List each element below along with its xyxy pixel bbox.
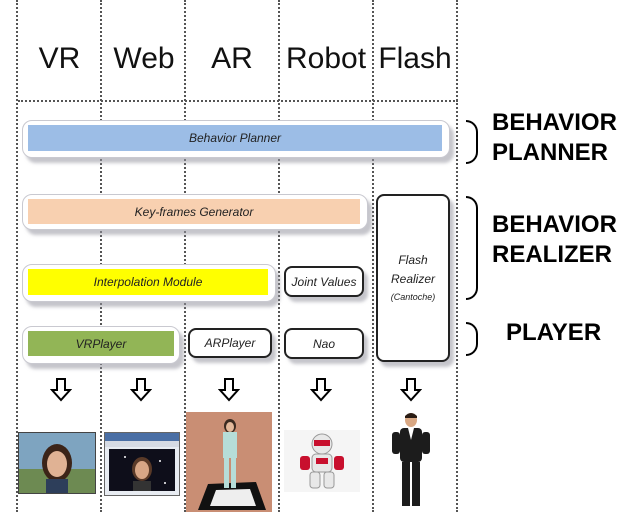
header-divider xyxy=(18,100,458,102)
column-header-robot: Robot xyxy=(285,42,367,75)
flash-realizer-box: Flash Realizer (Cantoche) xyxy=(376,194,450,362)
level-label-player: PLAYER xyxy=(506,319,602,346)
down-arrow-icon xyxy=(50,378,72,402)
column-divider xyxy=(184,0,186,512)
column-divider xyxy=(16,0,18,512)
behavior-planner-box: Behavior Planner xyxy=(28,125,442,151)
column-divider xyxy=(100,0,102,512)
column-divider xyxy=(372,0,374,512)
flash-realizer-line2: Realizer xyxy=(390,272,435,286)
level-label-behavior-realizer: BEHAVIOR REALIZER xyxy=(492,210,617,270)
flash-realizer-sub: (Cantoche) xyxy=(390,292,436,302)
level-label-line: REALIZER xyxy=(492,241,612,268)
nao-robot-image xyxy=(284,430,360,492)
vr-agent-image xyxy=(18,432,96,494)
down-arrow-icon xyxy=(218,378,240,402)
interpolation-module-box: Interpolation Module xyxy=(28,269,268,295)
column-header-flash: Flash xyxy=(378,42,452,75)
keyframes-generator-box: Key-frames Generator xyxy=(28,199,360,224)
flash-agent-image xyxy=(386,410,436,512)
column-divider xyxy=(278,0,280,512)
player-bracket xyxy=(466,322,478,356)
flash-realizer-line1: Flash xyxy=(398,253,428,267)
arplayer-box: ARPlayer xyxy=(188,328,272,358)
column-header-web: Web xyxy=(113,42,175,75)
level-label-behavior-planner: BEHAVIOR PLANNER xyxy=(492,108,617,168)
level-label-line: BEHAVIOR xyxy=(492,211,617,238)
column-header-vr: VR xyxy=(38,42,81,75)
down-arrow-icon xyxy=(400,378,422,402)
column-header-ar: AR xyxy=(211,42,253,75)
planner-bracket xyxy=(466,120,478,164)
down-arrow-icon xyxy=(130,378,152,402)
column-divider xyxy=(456,0,458,512)
level-label-line: BEHAVIOR xyxy=(492,109,617,136)
joint-values-box: Joint Values xyxy=(284,266,364,297)
level-label-line: PLANNER xyxy=(492,139,609,166)
down-arrow-icon xyxy=(310,378,332,402)
nao-box: Nao xyxy=(284,328,364,359)
web-agent-image xyxy=(104,432,180,496)
vrplayer-box: VRPlayer xyxy=(28,331,174,356)
realizer-bracket xyxy=(466,196,478,300)
ar-agent-image xyxy=(186,412,272,512)
